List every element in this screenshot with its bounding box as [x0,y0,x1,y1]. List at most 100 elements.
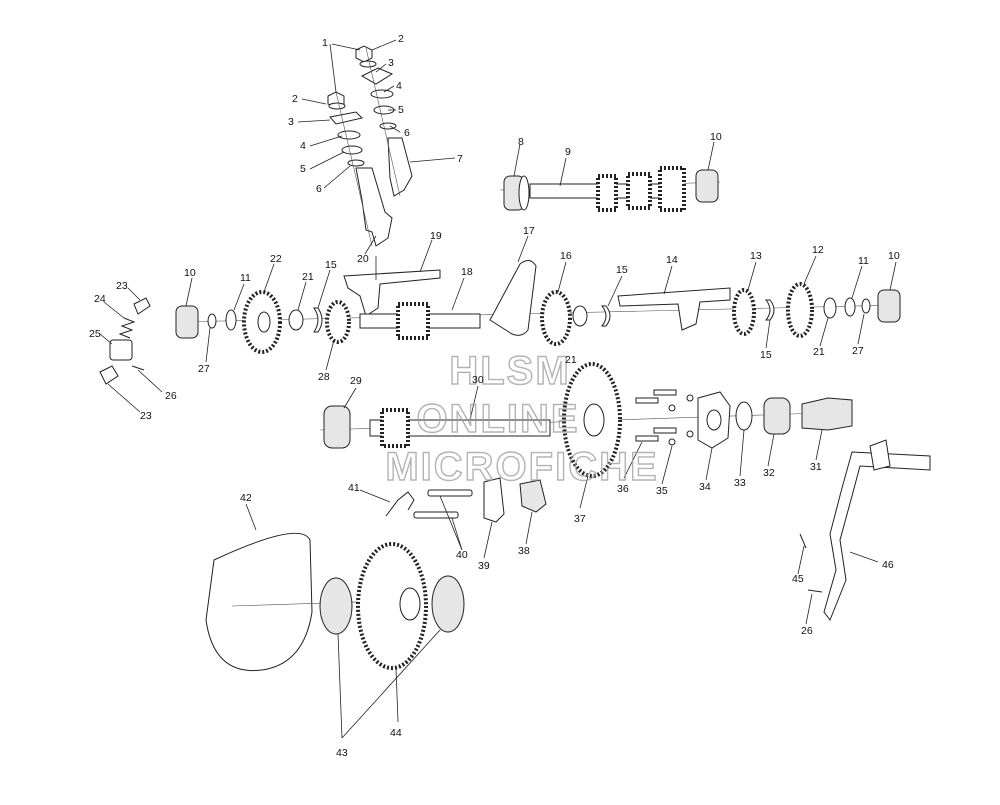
label-8: 8 [518,136,524,148]
pin-40-a [427,489,473,497]
pin-40-b [413,511,459,519]
label-41: 41 [348,482,360,494]
bracket-46 [823,451,931,622]
shift-fork-left [355,167,393,247]
label-21-right: 21 [813,346,825,358]
shaft-9-gear-c [658,166,686,212]
label-10-top: 10 [710,131,722,143]
label-31: 31 [810,461,822,473]
washer-2-right [359,60,377,68]
label-43: 43 [336,747,348,759]
lever-23-bottom [99,365,119,385]
label-11-right: 11 [858,255,869,267]
washer-6-left [347,159,365,167]
lower-drive-assembly [205,477,547,739]
label-38: 38 [518,545,530,557]
label-6-top: 6 [404,127,410,139]
upper-shaft-assembly [499,141,721,212]
shaft-18-gear [396,302,430,340]
nut-right [355,45,373,63]
shift-fork-19 [343,269,441,317]
ring-33 [735,401,753,431]
watermark-line-1: HLSM [449,349,570,393]
label-21-mid: 21 [565,354,577,366]
label-27-right: 27 [852,345,864,357]
label-3-top: 3 [388,57,394,69]
hub-31 [801,397,853,431]
shaft-30-gear [380,408,410,448]
spacer-21-right [823,297,837,319]
lever-23-top [133,297,151,315]
clip-15-left [313,307,323,333]
label-45: 45 [792,573,804,585]
bearing-10-left [175,305,199,339]
label-10-right: 10 [888,250,900,262]
spring-41 [385,491,415,517]
part-labels: 1 2 3 4 5 6 7 2 3 4 5 6 8 9 10 17 19 20 … [89,33,900,759]
label-2-left: 2 [292,93,298,105]
label-7: 7 [457,153,463,165]
ring-21-mid [572,305,588,327]
screw-26-right [807,589,823,593]
gear-44 [356,542,428,670]
label-35: 35 [656,485,668,497]
bearing-43-right [431,575,465,633]
spring-24 [118,317,136,339]
label-16: 16 [560,250,572,262]
bearing-29 [323,405,351,449]
label-5-left: 5 [300,163,306,175]
label-12: 12 [812,244,824,256]
washer-4-left [337,130,361,140]
middle-shaft-row [175,235,901,371]
label-11-left: 11 [240,272,251,284]
label-18: 18 [461,266,473,278]
bracket-25 [109,339,133,361]
shift-fork-14 [617,287,731,331]
label-4-top: 4 [396,80,402,92]
spacer-21-left [288,309,304,331]
bearing-10-top [695,169,719,203]
label-25: 25 [89,328,101,340]
label-17: 17 [523,225,535,237]
gear-28 [325,300,351,344]
shift-fork-assembly [297,39,456,255]
label-4-left: 4 [300,140,306,152]
shaft-9-gear-b [626,172,652,210]
label-13: 13 [750,250,762,262]
shaft-30 [369,419,551,437]
label-30: 30 [472,374,484,386]
label-6-left: 6 [316,183,322,195]
lever-3-right [360,67,394,85]
label-28: 28 [318,371,330,383]
label-23-bottom: 23 [140,410,152,422]
label-23-top: 23 [116,280,128,292]
bearing-32 [763,397,791,435]
clip-15-right [764,299,775,321]
label-15-mid: 15 [616,264,628,276]
washer-4-right [370,89,394,99]
bearing-43-left [319,577,353,635]
label-26-right: 26 [801,625,813,637]
label-14: 14 [666,254,678,266]
label-5-top: 5 [398,104,404,116]
shift-fork-right [387,137,413,197]
label-20: 20 [357,253,369,265]
belt-42 [205,532,313,672]
label-15-left: 15 [325,259,337,271]
belt-17 [489,260,537,336]
label-44: 44 [390,727,402,739]
washer-2-left [328,102,346,110]
nuts-35 [668,394,694,446]
label-2-top: 2 [398,33,404,45]
bolts-36 [635,389,677,442]
bearing-10-right [877,289,901,323]
label-10-left: 10 [184,267,196,279]
label-26-left: 26 [165,390,177,402]
screw-26 [131,365,145,371]
label-37: 37 [574,513,586,525]
clip-27-left [207,313,217,329]
label-19: 19 [430,230,442,242]
label-36: 36 [617,483,629,495]
label-15-right: 15 [760,349,772,361]
